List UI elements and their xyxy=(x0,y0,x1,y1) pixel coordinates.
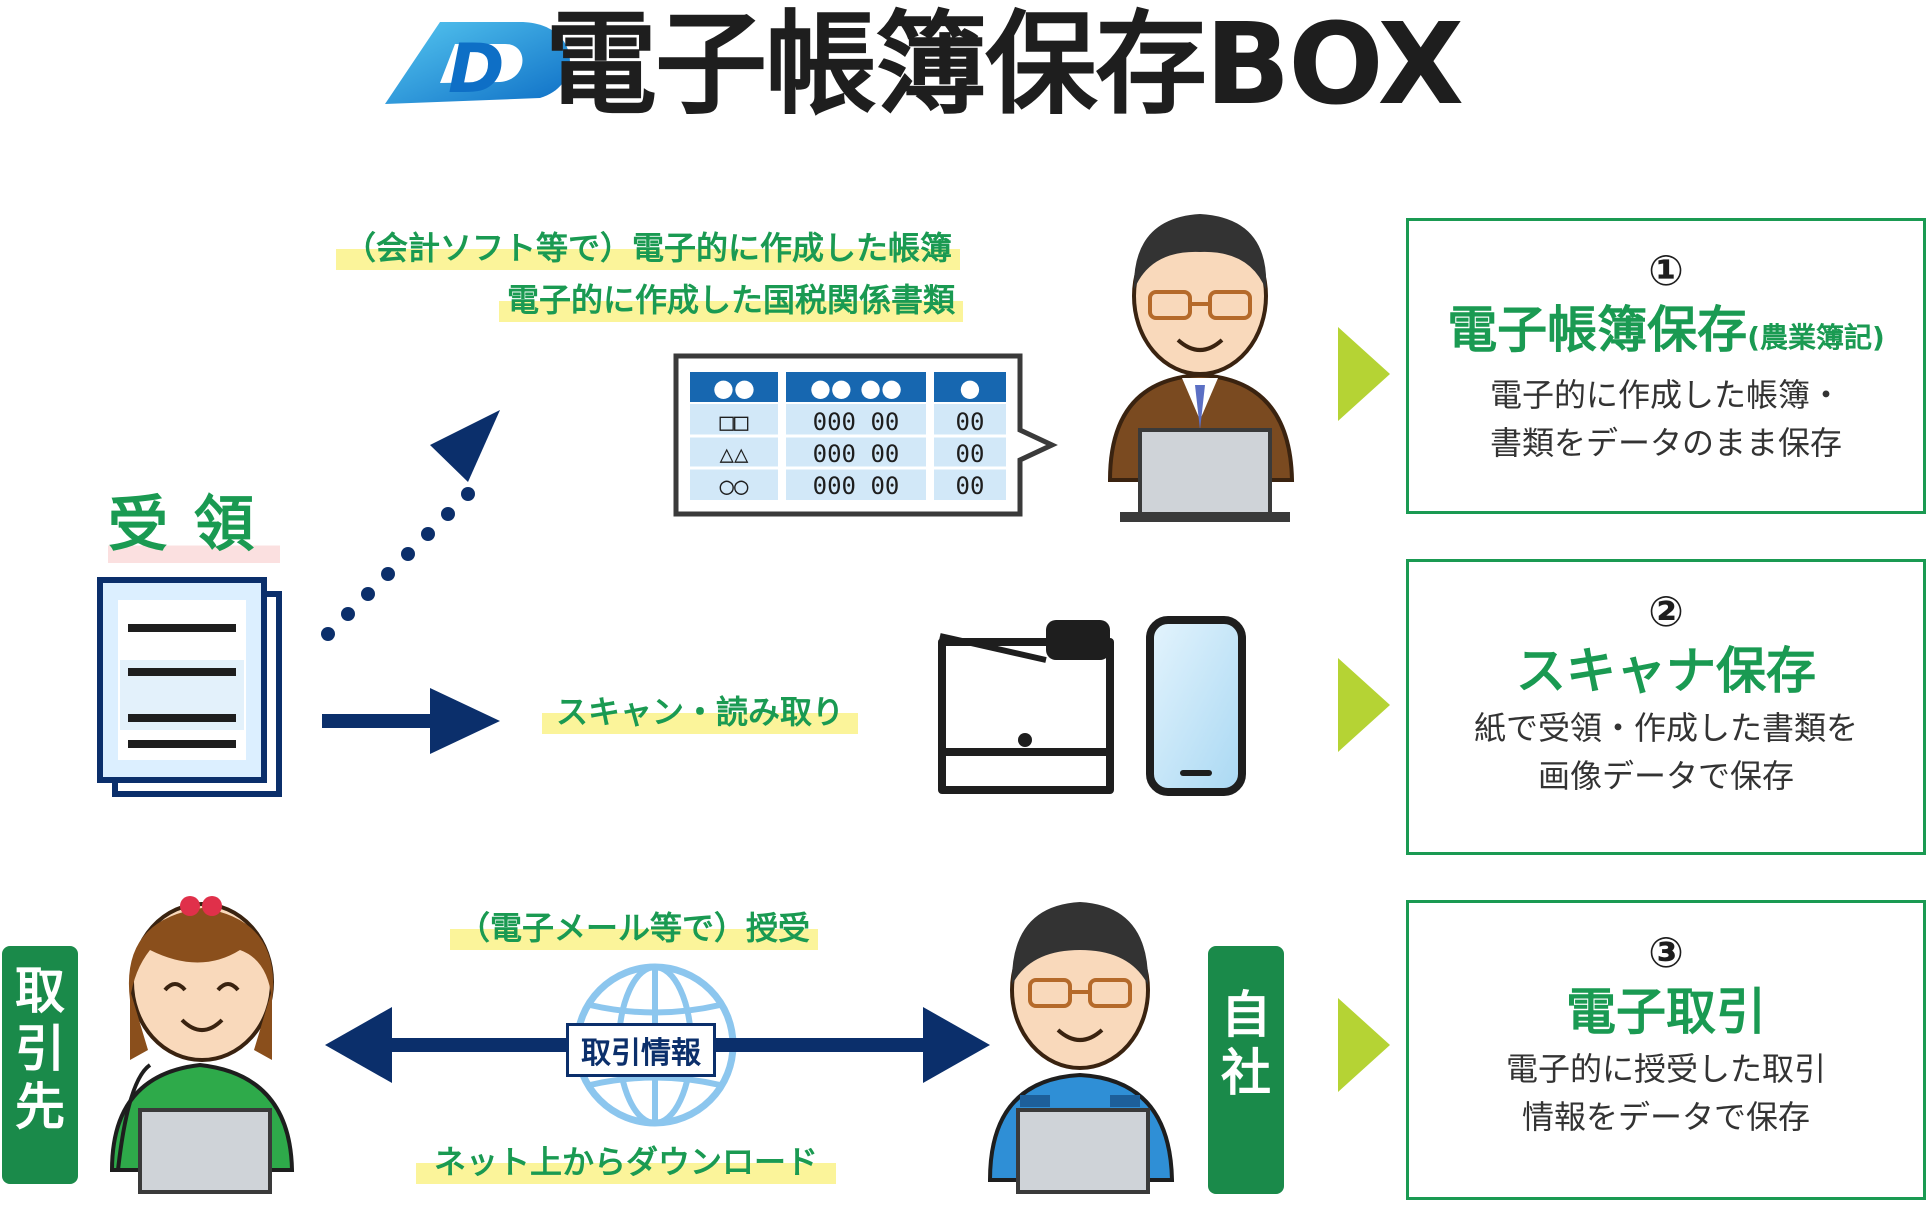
label-self: 自社 xyxy=(1208,946,1284,1194)
scan-arrow-icon xyxy=(322,688,500,754)
label-receive: 受領 xyxy=(108,476,280,563)
box-desc-2: 情報をデータで保存 xyxy=(1521,1098,1810,1136)
step-arrow-icons xyxy=(1338,327,1390,1092)
box-desc-1: 電子的に作成した帳簿・ xyxy=(1489,376,1842,414)
label-top-line2: 電子的に作成した国税関係書類 xyxy=(499,278,964,322)
table-cell: △△ xyxy=(720,440,749,468)
logo-icon xyxy=(385,22,570,104)
vertical-char: 先 xyxy=(15,1078,65,1136)
box-number: ③ xyxy=(1648,928,1684,977)
vertical-char: 自 xyxy=(1221,986,1271,1044)
table-cell: □□ xyxy=(720,408,749,436)
vertical-char: 取 xyxy=(15,962,65,1020)
box-heading: 電子帳簿保存(農業簿記) xyxy=(1447,301,1885,359)
table-cell: 000 00 xyxy=(813,408,900,436)
vertical-char: 引 xyxy=(15,1020,65,1078)
box-heading: スキャナ保存 xyxy=(1516,642,1816,700)
box-desc-1: 電子的に授受した取引 xyxy=(1505,1050,1826,1088)
partner-person-icon xyxy=(109,896,295,1194)
label-partner: 取引先 xyxy=(2,946,78,1184)
box-desc-2: 書類をデータのまま保存 xyxy=(1489,424,1842,462)
box-number: ② xyxy=(1648,587,1684,636)
page-title: 電子帳簿保存BOX xyxy=(545,0,1464,130)
table-cell: 00 xyxy=(956,408,985,436)
spreadsheet-bubble: ●● ●● ●● ● □□ 000 00 00 △△ 000 00 00 ○○ 000 00 00 xyxy=(673,353,1058,517)
label-scan: スキャン・読み取り xyxy=(542,690,859,734)
table-cell: 00 xyxy=(956,472,985,500)
scanner-icon xyxy=(938,620,1114,794)
table-cell: 000 00 xyxy=(813,472,900,500)
table-header-cell: ●● ●● xyxy=(810,374,902,402)
box-electronic-ledger: ① 電子帳簿保存(農業簿記) 電子的に作成した帳簿・ 書類をデータのまま保存 xyxy=(1406,218,1926,514)
smartphone-icon xyxy=(1146,616,1246,796)
logo-letter: D xyxy=(448,30,505,109)
table-cell: ○○ xyxy=(720,472,749,500)
box-electronic-transaction: ③ 電子取引 電子的に授受した取引 情報をデータで保存 xyxy=(1406,900,1926,1200)
label-download: ネット上からダウンロード xyxy=(416,1140,837,1184)
table-header-cell: ●● xyxy=(713,374,755,402)
document-stack-icon xyxy=(97,577,282,797)
box-heading: 電子取引 xyxy=(1566,983,1766,1041)
label-email: （電子メール等で）授受 xyxy=(450,906,819,950)
accountant-person-icon xyxy=(1107,214,1295,522)
info-tag: 取引情報 xyxy=(566,1023,716,1077)
label-top-line1: （会計ソフト等で）電子的に作成した帳簿 xyxy=(336,226,961,270)
vertical-char: 社 xyxy=(1221,1044,1271,1102)
box-number: ① xyxy=(1648,246,1684,295)
table-cell: 00 xyxy=(956,440,985,468)
box-desc-1: 紙で受領・作成した書類を xyxy=(1473,709,1858,747)
table-cell: 000 00 xyxy=(813,440,900,468)
self-person-icon xyxy=(987,902,1175,1194)
table-header-cell: ● xyxy=(960,374,981,402)
box-desc-2: 画像データで保存 xyxy=(1537,757,1794,795)
dotted-arrow-icon xyxy=(321,410,500,641)
box-scanner-storage: ② スキャナ保存 紙で受領・作成した書類を 画像データで保存 xyxy=(1406,559,1926,855)
